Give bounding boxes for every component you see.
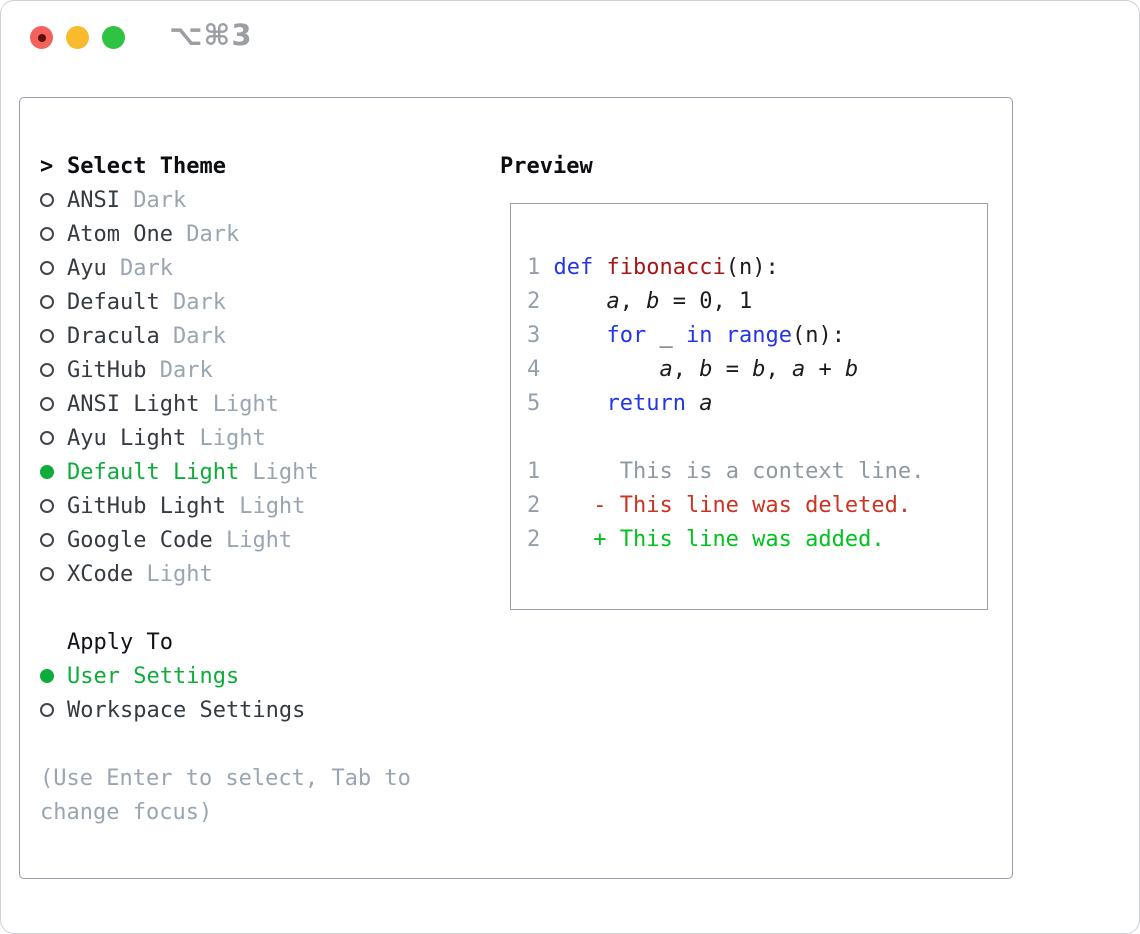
apply-to-header: Apply To — [40, 625, 411, 659]
preview-code-box: 1 def fibonacci(n): 2 a, b = 0, 1 3 for _ … — [510, 203, 988, 610]
theme-option-label: GitHub — [67, 357, 147, 383]
code-line: 3 for _ in range(n): — [527, 322, 845, 348]
theme-variant-label: Dark — [159, 289, 226, 315]
zoom-button[interactable] — [102, 26, 125, 49]
hint-line-2: change focus) — [40, 799, 213, 825]
theme-option-label: Dracula — [67, 323, 160, 349]
theme-option-xcode[interactable]: XCode Light — [40, 557, 411, 591]
theme-option-github[interactable]: GitHub Dark — [40, 353, 411, 387]
radio-icon — [40, 363, 67, 377]
theme-variant-label: Dark — [106, 255, 173, 281]
title-bar: ⌥⌘3 — [1, 1, 1139, 75]
hint-line-1: (Use Enter to select, Tab to — [40, 765, 411, 791]
theme-option-label: ANSI — [67, 187, 120, 213]
theme-variant-label: Dark — [119, 187, 187, 213]
spacer — [40, 591, 411, 625]
theme-option-dracula[interactable]: Dracula Dark — [40, 319, 411, 353]
radio-icon — [40, 193, 67, 207]
radio-icon — [40, 533, 67, 547]
radio-icon — [40, 261, 67, 275]
apply-option-label: Workspace Settings — [67, 697, 306, 723]
theme-variant-label: Light — [199, 391, 279, 417]
theme-option-atom-one[interactable]: Atom One Dark — [40, 217, 411, 251]
theme-option-label: Default — [67, 289, 160, 315]
theme-option-label: Ayu Light — [67, 425, 187, 451]
theme-variant-label: Dark — [172, 221, 240, 247]
cursor-icon: > — [40, 153, 54, 179]
theme-option-default[interactable]: Default Dark — [40, 285, 411, 319]
window-shortcut-label: ⌥⌘3 — [169, 18, 253, 52]
preview-title: Preview — [500, 153, 593, 179]
radio-icon — [40, 431, 67, 445]
theme-option-label: GitHub Light — [67, 493, 226, 519]
radio-icon — [40, 669, 67, 683]
radio-icon — [40, 499, 67, 513]
minimize-button[interactable] — [66, 26, 89, 49]
radio-icon — [40, 567, 67, 581]
code-line: 1 def fibonacci(n): — [527, 254, 779, 280]
radio-icon — [40, 295, 67, 309]
code-line: 2 - This line was deleted. — [527, 492, 912, 518]
theme-option-label: Google Code — [67, 527, 213, 553]
select-theme-header: > Select Theme — [40, 149, 411, 183]
theme-variant-label: Light — [239, 459, 319, 485]
code-line: 1 This is a context line. — [527, 458, 925, 484]
close-button[interactable] — [30, 26, 53, 49]
theme-option-label: XCode — [67, 561, 134, 587]
theme-variant-label: Dark — [146, 357, 213, 383]
theme-variant-label: Dark — [159, 323, 226, 349]
theme-option-ansi-light[interactable]: ANSI Light Light — [40, 387, 411, 421]
code-line: 2 a, b = 0, 1 — [527, 288, 753, 314]
theme-option-google-code[interactable]: Google Code Light — [40, 523, 411, 557]
apply-option-user-settings[interactable]: User Settings — [40, 659, 411, 693]
theme-variant-label: Light — [212, 527, 293, 553]
theme-option-github-light[interactable]: GitHub Light Light — [40, 489, 411, 523]
radio-icon — [40, 329, 67, 343]
spacer — [40, 727, 411, 761]
theme-variant-label: Light — [225, 493, 306, 519]
theme-option-label: Atom One — [67, 221, 173, 247]
radio-icon — [40, 227, 67, 241]
apply-option-workspace-settings[interactable]: Workspace Settings — [40, 693, 411, 727]
select-theme-title: Select Theme — [67, 153, 226, 179]
theme-option-default-light[interactable]: Default Light Light — [40, 455, 411, 489]
radio-icon — [40, 703, 67, 717]
theme-option-ayu-light[interactable]: Ayu Light Light — [40, 421, 411, 455]
theme-option-ayu[interactable]: Ayu Dark — [40, 251, 411, 285]
apply-option-label: User Settings — [67, 663, 240, 689]
theme-variant-label: Light — [186, 425, 266, 451]
radio-icon — [40, 465, 67, 479]
code-line: 5 return a — [527, 390, 713, 416]
theme-variant-label: Light — [133, 561, 213, 587]
radio-icon — [40, 397, 67, 411]
code-line — [527, 420, 987, 454]
theme-option-label: Ayu — [67, 255, 107, 281]
theme-option-label: ANSI Light — [67, 391, 200, 417]
theme-option-ansi[interactable]: ANSI Dark — [40, 183, 411, 217]
apply-to-title: Apply To — [67, 629, 173, 655]
code-line: 2 + This line was added. — [527, 526, 885, 552]
theme-option-label: Default Light — [67, 459, 240, 485]
code-line: 4 a, b = b, a + b — [527, 356, 859, 382]
